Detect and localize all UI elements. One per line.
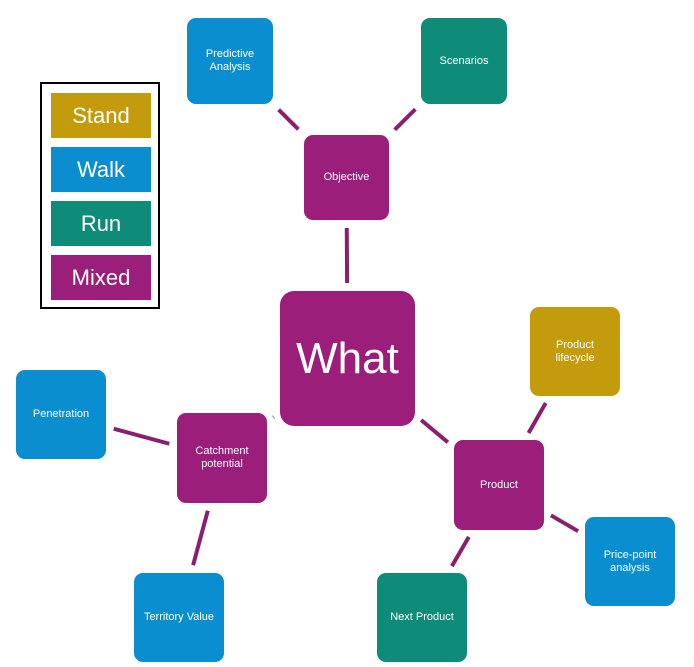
legend-item-mixed: Mixed — [51, 255, 151, 300]
connector-catchment_potential-territory_value — [191, 510, 210, 566]
connector-what-product — [419, 418, 450, 444]
node-catchment-potential: Catchment potential — [177, 413, 267, 503]
connector-objective-scenarios — [393, 107, 417, 132]
node-what: What — [280, 291, 415, 426]
connector-product-next_product — [450, 535, 471, 568]
node-product: Product — [454, 440, 544, 530]
node-penetration: Penetration — [16, 370, 106, 459]
connector-product-price_point_analysis — [549, 513, 580, 533]
node-product-lifecycle: Product lifecycle — [530, 307, 620, 396]
node-scenarios: Scenarios — [421, 18, 507, 104]
legend-item-stand: Stand — [51, 93, 151, 138]
legend-item-walk: Walk — [51, 147, 151, 192]
node-next-product: Next Product — [377, 573, 467, 662]
node-predictive-analysis: Predictive Analysis — [187, 18, 273, 104]
legend: Stand Walk Run Mixed — [40, 82, 160, 309]
connector-objective-predictive_analysis — [277, 108, 300, 131]
node-price-point-analysis: Price-point analysis — [585, 517, 675, 606]
legend-item-run: Run — [51, 201, 151, 246]
connector-product-product_lifecycle — [526, 401, 548, 435]
node-objective: Objective — [304, 135, 389, 220]
node-territory-value: Territory Value — [134, 573, 224, 662]
connector-catchment_potential-penetration — [113, 426, 170, 446]
